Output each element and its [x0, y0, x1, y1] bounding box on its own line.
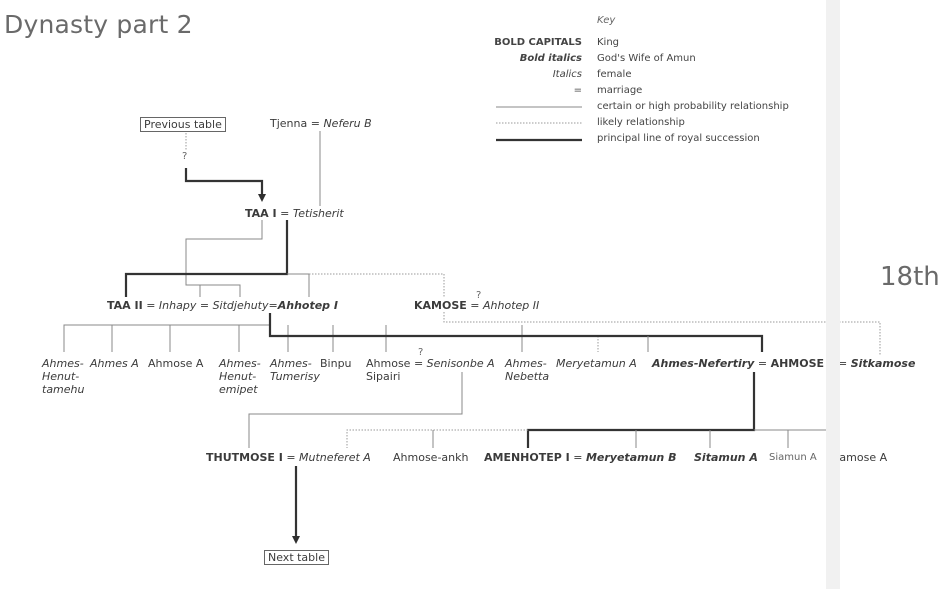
legend-symbol-king: BOLD CAPITALS — [494, 37, 582, 48]
question-mark-previous: ? — [182, 151, 188, 162]
legend-meaning-dotted-line: likely relationship — [597, 117, 685, 128]
person-taa-i: TAA I = Tetisherit — [245, 207, 344, 220]
line-bold-to-ahmose-i — [268, 313, 764, 352]
legend-meaning-female: female — [597, 69, 632, 80]
line-taa-i-to-kamose — [309, 273, 445, 297]
person-sitamun-a: Sitamun A — [694, 451, 758, 464]
person-siamun-a: Siamun A — [769, 452, 817, 463]
legend-meaning-marriage: marriage — [597, 85, 643, 96]
previous-table-box[interactable]: Previous table — [140, 117, 226, 132]
line-previous-to-taa-i — [184, 168, 266, 202]
person-ramose-a: Ramose A — [832, 451, 888, 464]
person-ahmose-ankh: Ahmose-ankh — [393, 451, 469, 464]
person-ahmes-henut-emipet: Ahmes- Henut- emipet — [219, 357, 261, 396]
person-sitkamose: = Sitkamose — [838, 357, 916, 370]
person-ahmes-nefertiry: Ahmes-Nefertiry = AHMOSE I — [652, 357, 832, 370]
person-ahmes-a: Ahmes A — [90, 357, 139, 370]
line-taa-i-to-taa-ii — [124, 220, 289, 297]
person-thutmose-i: THUTMOSE I = Mutneferet A — [206, 451, 371, 464]
legend-heading: Key — [597, 15, 616, 26]
line-dotted-to-ahmose-ankh — [346, 429, 528, 448]
legend-symbol-gods-wife: Bold italics — [519, 53, 582, 64]
question-mark-kamose: ? — [476, 290, 482, 301]
page-title: Dynasty part 2 — [4, 10, 193, 39]
person-ahmes-nebetta: Ahmes- Nebetta — [505, 357, 550, 383]
person-ahmes-tumerisy: Ahmes- Tumerisy — [270, 357, 320, 383]
legend-meaning-bold-line: principal line of royal succession — [597, 133, 760, 144]
legend-symbol-marriage: = — [573, 85, 582, 96]
question-mark-senisonbe: ? — [418, 347, 424, 358]
person-ahmose-sipairi: Ahmose = Senisonbe A Sipairi — [366, 357, 495, 383]
person-ahmes-henut-tamehu: Ahmes- Henut- tamehu — [42, 357, 85, 396]
legend-meaning-gods-wife: God's Wife of Amun — [597, 53, 696, 64]
line-ahmose-i-children — [754, 429, 829, 448]
line-kamose-to-sitkamose — [443, 312, 881, 355]
person-kamose: KAMOSE = Ahhotep II — [414, 299, 540, 312]
person-amenhotep-i: AMENHOTEP I = Meryetamun B — [484, 451, 677, 464]
line-taa-i-thin-branch — [185, 220, 263, 285]
person-taa-ii: TAA II = Inhapy = Sitdjehuty=Ahhotep I — [107, 299, 338, 312]
person-binpu: Binpu — [320, 357, 352, 370]
legend-meaning-solid-line: certain or high probability relationship — [597, 101, 789, 112]
next-page-heading-fragment: 18th — [880, 262, 940, 292]
person-meryetamun-a: Meryetamun A — [556, 357, 637, 370]
legend-symbol-female: Italics — [552, 69, 582, 80]
legend-meaning-king: King — [597, 37, 620, 48]
line-ahmose-i-to-amenhotep-i — [526, 372, 756, 448]
person-tjenna: Tjenna = Neferu B — [270, 117, 372, 130]
page-gutter — [826, 0, 840, 589]
person-ahmose-a: Ahmose A — [148, 357, 204, 370]
line-inhapy-sitdjehuty-branch — [185, 276, 241, 297]
next-table-box[interactable]: Next table — [264, 550, 329, 565]
line-senisonbe-to-thutmose-i — [248, 372, 463, 448]
